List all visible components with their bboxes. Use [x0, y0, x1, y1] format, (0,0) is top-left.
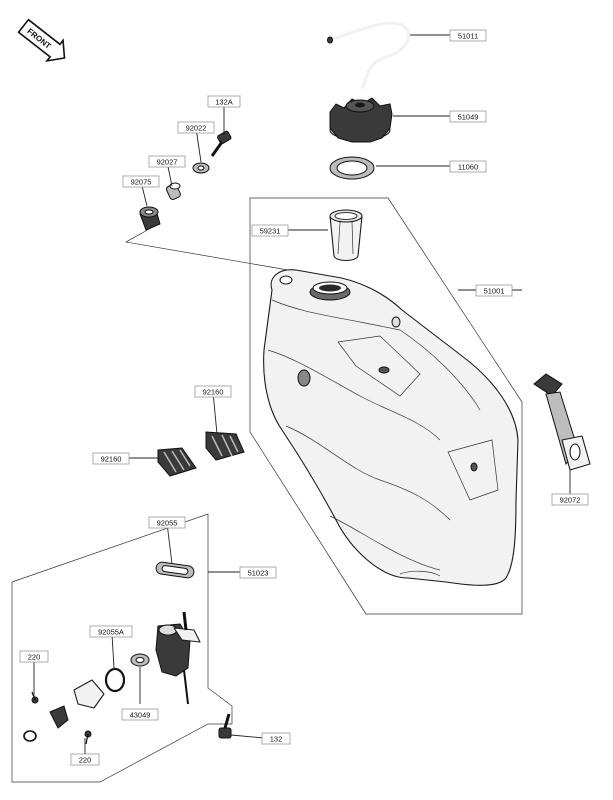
gasket-92055 [155, 561, 195, 579]
leader-lines [33, 34, 571, 755]
svg-text:132A: 132A [215, 98, 233, 107]
screw-220-upper [31, 691, 39, 704]
collar-92027 [165, 182, 181, 200]
callout-43049: 43049 [121, 708, 159, 721]
callout-51011: 51011 [449, 29, 487, 42]
callout-92055: 92055 [148, 516, 186, 529]
svg-text:92160: 92160 [101, 455, 122, 464]
svg-text:92072: 92072 [560, 496, 581, 505]
svg-text:92027: 92027 [157, 158, 178, 167]
fuel-cap-51049 [329, 97, 393, 143]
callout-92160-lower: 92160 [92, 452, 130, 465]
callout-132: 132 [261, 732, 291, 745]
svg-text:220: 220 [79, 756, 92, 765]
callout-59231: 59231 [251, 224, 289, 237]
svg-text:92055A: 92055A [98, 628, 124, 637]
rubber-pad-92160-upper [205, 431, 245, 461]
tank-bracket-lines [249, 197, 523, 615]
fuel-tank-51001 [263, 269, 519, 586]
rubber-pad-92160-lower [157, 447, 197, 477]
svg-text:132: 132 [270, 735, 283, 744]
fuel-cock-body [130, 611, 201, 705]
svg-text:43049: 43049 [130, 711, 151, 720]
o-ring-92055A [104, 667, 126, 693]
fuel-cock-bracket-lines [11, 513, 233, 783]
svg-text:92055: 92055 [157, 519, 178, 528]
callout-92072: 92072 [551, 493, 589, 506]
screw-220-lower [84, 730, 92, 745]
callout-51023: 51023 [239, 566, 277, 579]
callout-92022: 92022 [177, 121, 215, 134]
callout-11060: 11060 [449, 160, 487, 173]
svg-text:92160: 92160 [203, 388, 224, 397]
callout-51049: 51049 [449, 110, 487, 123]
washer-92022 [192, 162, 210, 174]
tank-strap-92072 [533, 373, 591, 471]
svg-text:220: 220 [28, 653, 41, 662]
grommet-92075 [139, 206, 161, 231]
bolt-132 [218, 713, 232, 739]
callout-220-lower: 220 [70, 753, 100, 766]
svg-text:92022: 92022 [186, 124, 207, 133]
callout-92075: 92075 [122, 175, 160, 188]
bolt-132A [210, 130, 232, 157]
svg-text:59231: 59231 [260, 227, 281, 236]
callout-92160-upper: 92160 [194, 385, 232, 398]
fuel-filter-59231 [329, 209, 363, 262]
breather-hose-51011 [327, 21, 411, 89]
svg-text:92075: 92075 [131, 178, 152, 187]
callout-51001: 51001 [475, 284, 513, 297]
svg-text:51049: 51049 [458, 113, 479, 122]
svg-text:51001: 51001 [484, 287, 505, 296]
callout-132A: 132A [207, 95, 241, 108]
svg-text:51023: 51023 [248, 569, 269, 578]
lever-plate [23, 679, 105, 742]
callout-92027: 92027 [148, 155, 186, 168]
svg-text:51011: 51011 [458, 32, 478, 41]
callout-92055A: 92055A [89, 625, 133, 638]
svg-text:11060: 11060 [458, 163, 478, 172]
callout-220-upper: 220 [19, 650, 49, 663]
cap-gasket-11060 [329, 156, 375, 180]
front-arrow-badge: FRONT [17, 18, 66, 62]
